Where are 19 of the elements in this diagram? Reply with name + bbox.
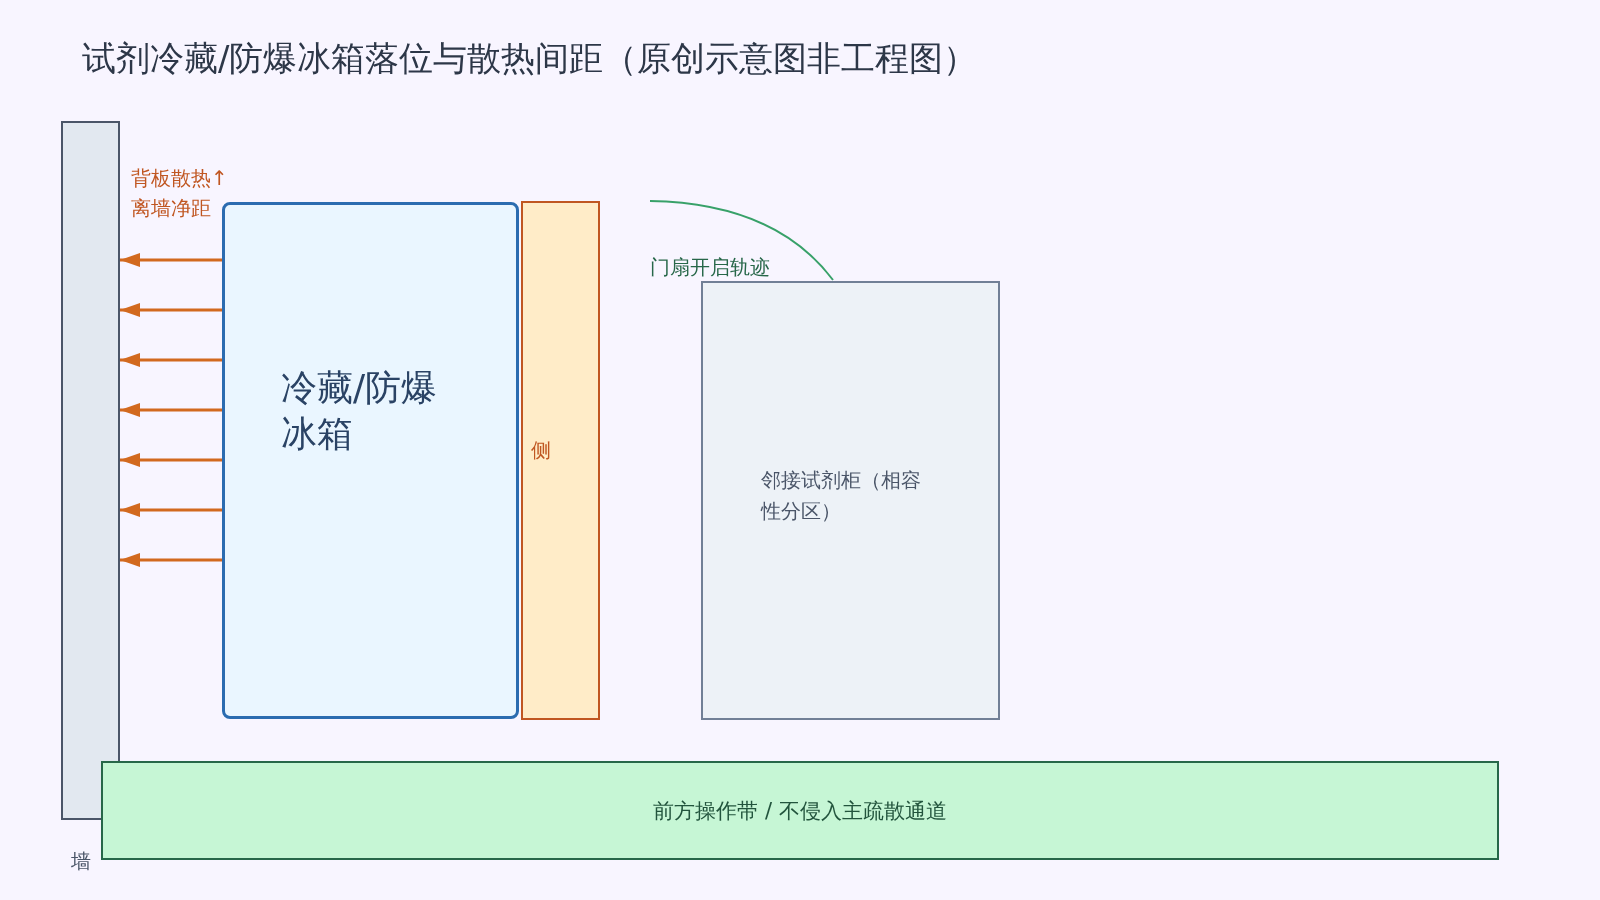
side-label: 侧 bbox=[531, 437, 551, 464]
title: 试剂冷藏/防爆冰箱落位与散热间距（原创示意图非工程图） bbox=[82, 37, 978, 80]
refrigerator-box bbox=[222, 202, 519, 719]
side-clearance-box bbox=[521, 201, 600, 720]
arrow bbox=[120, 353, 222, 367]
wall-label: 墙 bbox=[71, 848, 91, 875]
arrow bbox=[120, 453, 222, 467]
operation-zone-band bbox=[101, 761, 1499, 860]
arrow bbox=[120, 403, 222, 417]
arrow bbox=[120, 303, 222, 317]
arrow bbox=[120, 553, 222, 567]
cabinet-box bbox=[701, 281, 1000, 720]
door-swing-label: 门扇开启轨迹 bbox=[650, 254, 770, 281]
clearance-note: 背板散热↑离墙净距 bbox=[131, 165, 229, 222]
refrigerator-label: 冷藏/防爆冰箱 bbox=[281, 366, 439, 456]
arrow bbox=[120, 503, 222, 517]
zone-label: 前方操作带 / 不侵入主疏散通道 bbox=[652, 798, 948, 825]
cabinet-label: 邻接试剂柜（相容性分区） bbox=[761, 467, 921, 525]
arrow bbox=[120, 253, 222, 267]
